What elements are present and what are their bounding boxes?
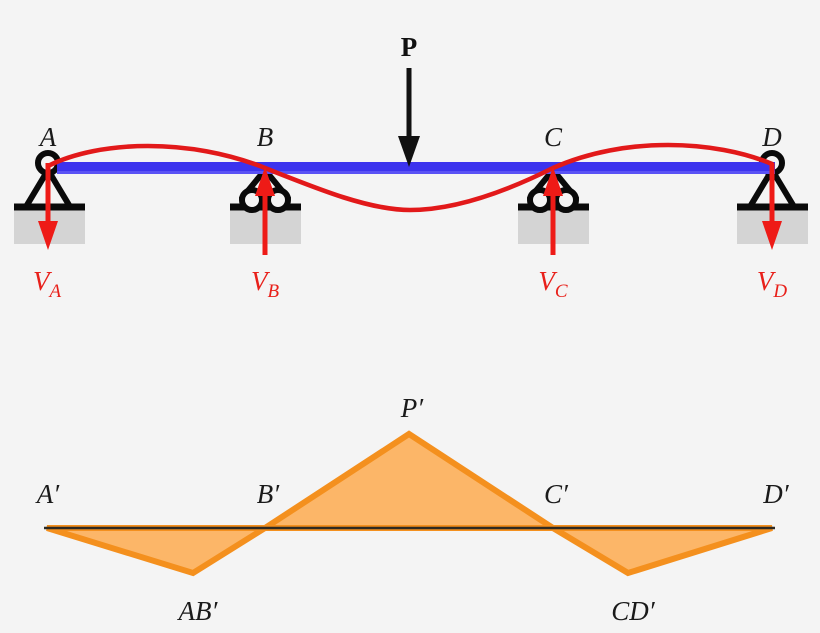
- svg-text:VA: VA: [33, 266, 62, 302]
- label-va-main: V: [33, 266, 53, 296]
- support-d-legs: [748, 167, 796, 208]
- deflection-curve: [45, 142, 775, 213]
- influence-lobe-ab: [46, 525, 276, 577]
- svg-text:VD: VD: [757, 266, 788, 302]
- beam-bar: [57, 162, 775, 173]
- reaction-c-head: [543, 167, 563, 196]
- beam-bar-shade: [57, 171, 775, 174]
- reaction-arrow-a: [38, 163, 58, 250]
- reaction-d-head: [762, 221, 782, 250]
- label-reaction-vc: VC: [538, 266, 568, 302]
- support-a-legs: [24, 167, 72, 208]
- label-ab-prime: AB′: [177, 596, 219, 626]
- label-reaction-vd: VD: [757, 266, 788, 302]
- applied-load-p: [398, 68, 420, 167]
- load-arrow-head: [398, 136, 420, 167]
- reaction-a-head: [38, 221, 58, 250]
- label-cd-prime: CD′: [611, 596, 656, 626]
- label-vd-sub: D: [772, 281, 787, 302]
- beam-member[interactable]: [57, 162, 775, 174]
- label-vd-main: V: [757, 266, 777, 296]
- label-vb-main: V: [251, 266, 271, 296]
- label-vc-main: V: [538, 266, 558, 296]
- reaction-b-head: [255, 167, 275, 196]
- influence-line-group: A′ B′ C′ D′ P′ AB′ CD′: [35, 393, 790, 626]
- influence-lobe-bc: [254, 430, 564, 531]
- reaction-arrow-b: [255, 167, 275, 255]
- label-reaction-vb: VB: [251, 266, 280, 302]
- label-vb-sub: B: [267, 281, 279, 302]
- label-b-prime: B′: [257, 479, 280, 509]
- label-load-p: P: [401, 32, 418, 62]
- ground-blocks: [14, 210, 808, 244]
- reaction-arrow-d: [762, 163, 782, 250]
- influence-lobe-cd: [542, 525, 773, 577]
- label-p-prime: P′: [400, 393, 424, 423]
- label-a-prime: A′: [35, 479, 60, 509]
- label-d-prime: D′: [762, 479, 789, 509]
- reaction-arrow-c: [543, 167, 563, 255]
- label-node-b: B: [257, 122, 274, 152]
- label-reaction-va: VA: [33, 266, 62, 302]
- svg-text:VB: VB: [251, 266, 280, 302]
- label-node-d: D: [761, 122, 782, 152]
- label-c-prime: C′: [544, 479, 569, 509]
- svg-text:VC: VC: [538, 266, 568, 302]
- label-vc-sub: C: [555, 281, 568, 302]
- label-va-sub: A: [47, 281, 61, 302]
- label-node-c: C: [544, 122, 563, 152]
- beam-diagram-group: A B C D P VA VB VC: [14, 32, 808, 302]
- label-node-a: A: [38, 122, 57, 152]
